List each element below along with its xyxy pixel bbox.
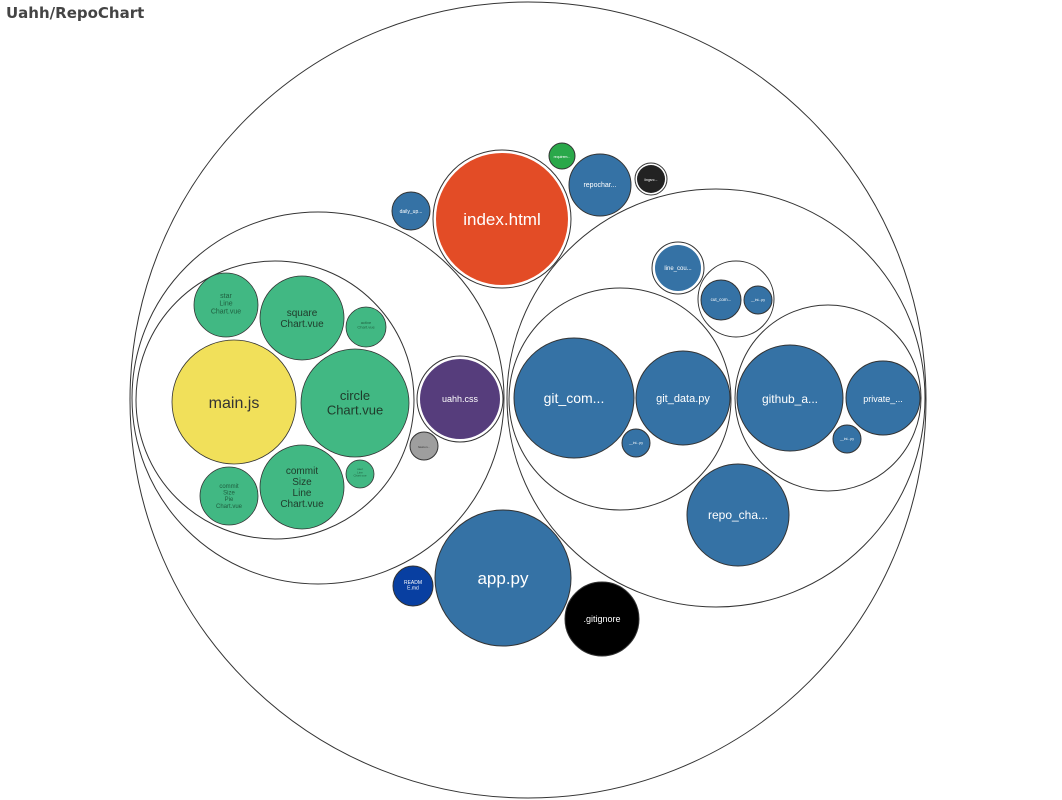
file-commit-size-pie[interactable] bbox=[199, 466, 259, 526]
file-daily-up[interactable] bbox=[391, 191, 431, 231]
label-repo-cha: repo_cha... bbox=[708, 508, 768, 522]
repo-title: Uahh/RepoChart bbox=[6, 4, 145, 22]
file-init-py-b[interactable] bbox=[621, 428, 651, 458]
git-folder-circle[interactable] bbox=[508, 287, 732, 511]
label-uahh-css: uahh.css bbox=[442, 394, 479, 404]
file-readme[interactable] bbox=[392, 565, 434, 607]
label-init-py-a: __ini...py bbox=[750, 298, 765, 302]
label-gray: favicon... bbox=[418, 445, 430, 449]
label-index-html: index.html bbox=[463, 210, 540, 229]
file-index-html[interactable] bbox=[436, 153, 568, 285]
file-user-line-chart[interactable] bbox=[345, 459, 375, 489]
label-daily-up: daily_up... bbox=[400, 209, 423, 215]
file-private[interactable] bbox=[845, 360, 921, 436]
label-private: private_... bbox=[863, 394, 903, 404]
label-github-a: github_a... bbox=[762, 392, 818, 406]
backend-folder-circle[interactable] bbox=[506, 188, 926, 608]
label-lingsrc: lingsrc... bbox=[644, 178, 657, 182]
util-folder-circle[interactable] bbox=[697, 260, 775, 338]
file-lingsrc[interactable] bbox=[637, 165, 665, 193]
label-git-com: git_com... bbox=[544, 390, 605, 406]
root-folder-circle[interactable] bbox=[129, 1, 927, 799]
label-init-py-b: __ini...py bbox=[628, 441, 643, 445]
file-init-py-a[interactable] bbox=[743, 285, 773, 315]
github-folder-circle[interactable] bbox=[734, 304, 922, 492]
file-github-a[interactable] bbox=[736, 344, 844, 452]
label-gitignore: .gitignore bbox=[583, 614, 620, 624]
file-commit-size-line[interactable] bbox=[259, 444, 345, 530]
file-repochar[interactable] bbox=[568, 153, 632, 217]
label-git-data: git_data.py bbox=[656, 393, 710, 405]
file-gray[interactable] bbox=[409, 431, 439, 461]
file-git-com[interactable] bbox=[513, 337, 635, 459]
frontend-folder-circle[interactable] bbox=[131, 211, 505, 585]
file-square-chart[interactable] bbox=[259, 275, 345, 361]
file-requirements[interactable] bbox=[548, 142, 576, 170]
file-cut-com[interactable] bbox=[700, 279, 742, 321]
label-cut-com: cut_com... bbox=[711, 297, 732, 302]
file-star-line-chart[interactable] bbox=[193, 272, 259, 338]
label-line-cou: line_cou... bbox=[664, 266, 692, 272]
label-init-py-c: __ini...py bbox=[839, 437, 854, 441]
file-circle-chart[interactable] bbox=[300, 348, 410, 458]
label-repochar: repochar... bbox=[583, 182, 616, 189]
file-repo-cha[interactable] bbox=[686, 463, 790, 567]
label-requirements: requirem... bbox=[554, 155, 571, 159]
label-app-py: app.py bbox=[477, 569, 529, 588]
file-active-chart[interactable] bbox=[345, 306, 387, 348]
file-gitignore[interactable] bbox=[564, 581, 640, 657]
file-line-cou[interactable] bbox=[655, 245, 701, 291]
file-app-py[interactable] bbox=[434, 509, 572, 647]
label-main-js: main.js bbox=[209, 395, 260, 412]
components-folder-circle[interactable] bbox=[135, 260, 415, 540]
file-git-data[interactable] bbox=[635, 350, 731, 446]
file-uahh-css[interactable] bbox=[420, 359, 500, 439]
file-init-py-c[interactable] bbox=[832, 424, 862, 454]
file-main-js[interactable] bbox=[171, 339, 297, 465]
